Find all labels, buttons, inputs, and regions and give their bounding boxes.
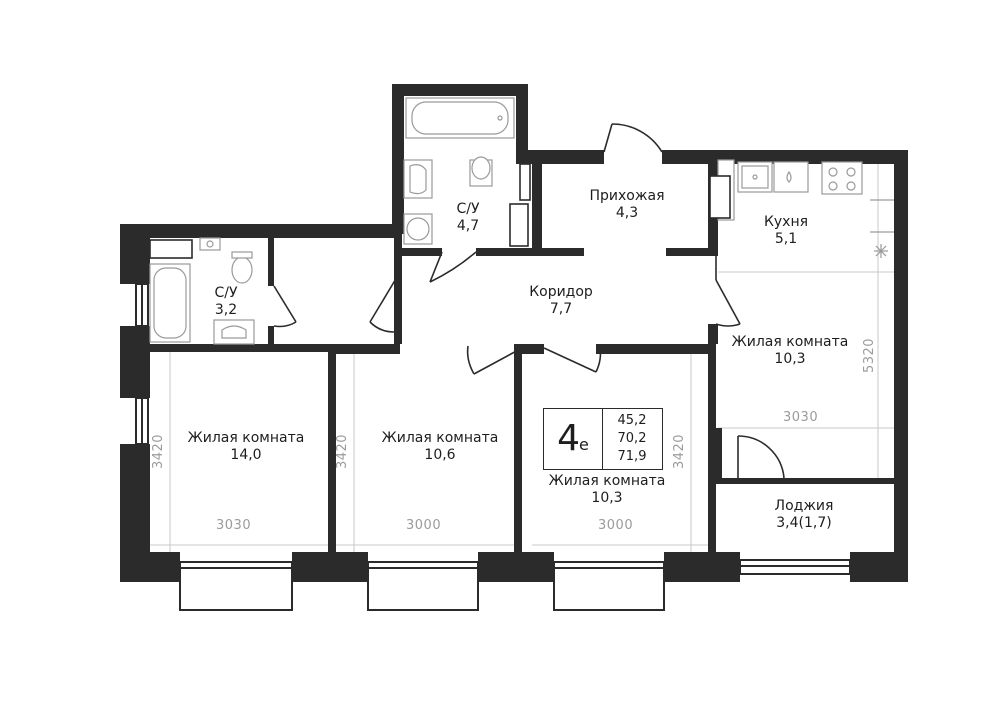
room-living-center: Жилая комната 10,3 [549,473,666,507]
room-area: 3,2 [214,302,238,318]
room-loggia: Лоджия 3,4(1,7) [775,498,834,532]
room-area: 10,3 [774,351,806,367]
room-area: 4,7 [456,218,480,234]
rooms-count-suffix: е [579,435,589,454]
room-name: Жилая комната [187,430,305,446]
room-living-mid: Жилая комната 10,6 [382,430,499,464]
doors [273,123,785,479]
room-area: 14,0 [230,447,262,463]
dimension-left-height: 3420 [151,433,167,470]
room-name: Коридор [529,284,593,300]
room-name: С/У [214,285,238,301]
bathroom-large-fixtures [403,97,531,247]
room-name: Жилая комната [381,430,499,446]
rooms-count-number: 4 [557,418,580,459]
room-area: 3,4(1,7) [776,515,832,531]
living-area: 45,2 [617,413,647,428]
dimension-lines [150,160,896,552]
room-name: Жилая комната [731,334,849,350]
dimension-right-height: 5320 [862,337,878,374]
walls [120,84,908,582]
apartment-badge: 4е 45,2 70,2 71,9 [543,408,663,470]
total-area-with-loggia: 71,9 [617,449,647,464]
room-living-right: Жилая комната 10,3 [732,334,849,368]
dimension-left-width: 3030 [216,518,252,533]
dimension-right-width: 3030 [783,410,819,425]
room-area: 4,3 [615,205,639,221]
room-name: Лоджия [774,498,834,514]
room-living-left: Жилая комната 14,0 [188,430,305,464]
dimension-center-width: 3000 [598,518,634,533]
room-bathroom-large: С/У 4,7 [456,201,479,235]
dimension-mid-height: 3420 [335,433,351,470]
room-corridor: Коридор 7,7 [529,284,593,318]
room-name: Жилая комната [548,473,666,489]
room-name: Прихожая [589,188,665,204]
bathroom-small-fixtures [149,237,255,345]
room-name: С/У [456,201,480,217]
total-area: 70,2 [617,431,647,446]
room-bathroom-small: С/У 3,2 [214,285,237,319]
area-list: 45,2 70,2 71,9 [603,412,661,466]
windows [135,283,851,611]
room-kitchen: Кухня 5,1 [764,214,808,248]
room-area: 7,7 [549,301,573,317]
room-area: 5,1 [774,231,798,247]
kitchen-fixtures [709,159,894,258]
room-name: Кухня [763,214,809,230]
dimension-center-height: 3420 [672,433,688,470]
rooms-count: 4е [544,409,603,469]
room-area: 10,6 [424,447,456,463]
dimension-mid-width: 3000 [406,518,442,533]
room-area: 10,3 [591,490,623,506]
room-hall: Прихожая 4,3 [590,188,665,222]
